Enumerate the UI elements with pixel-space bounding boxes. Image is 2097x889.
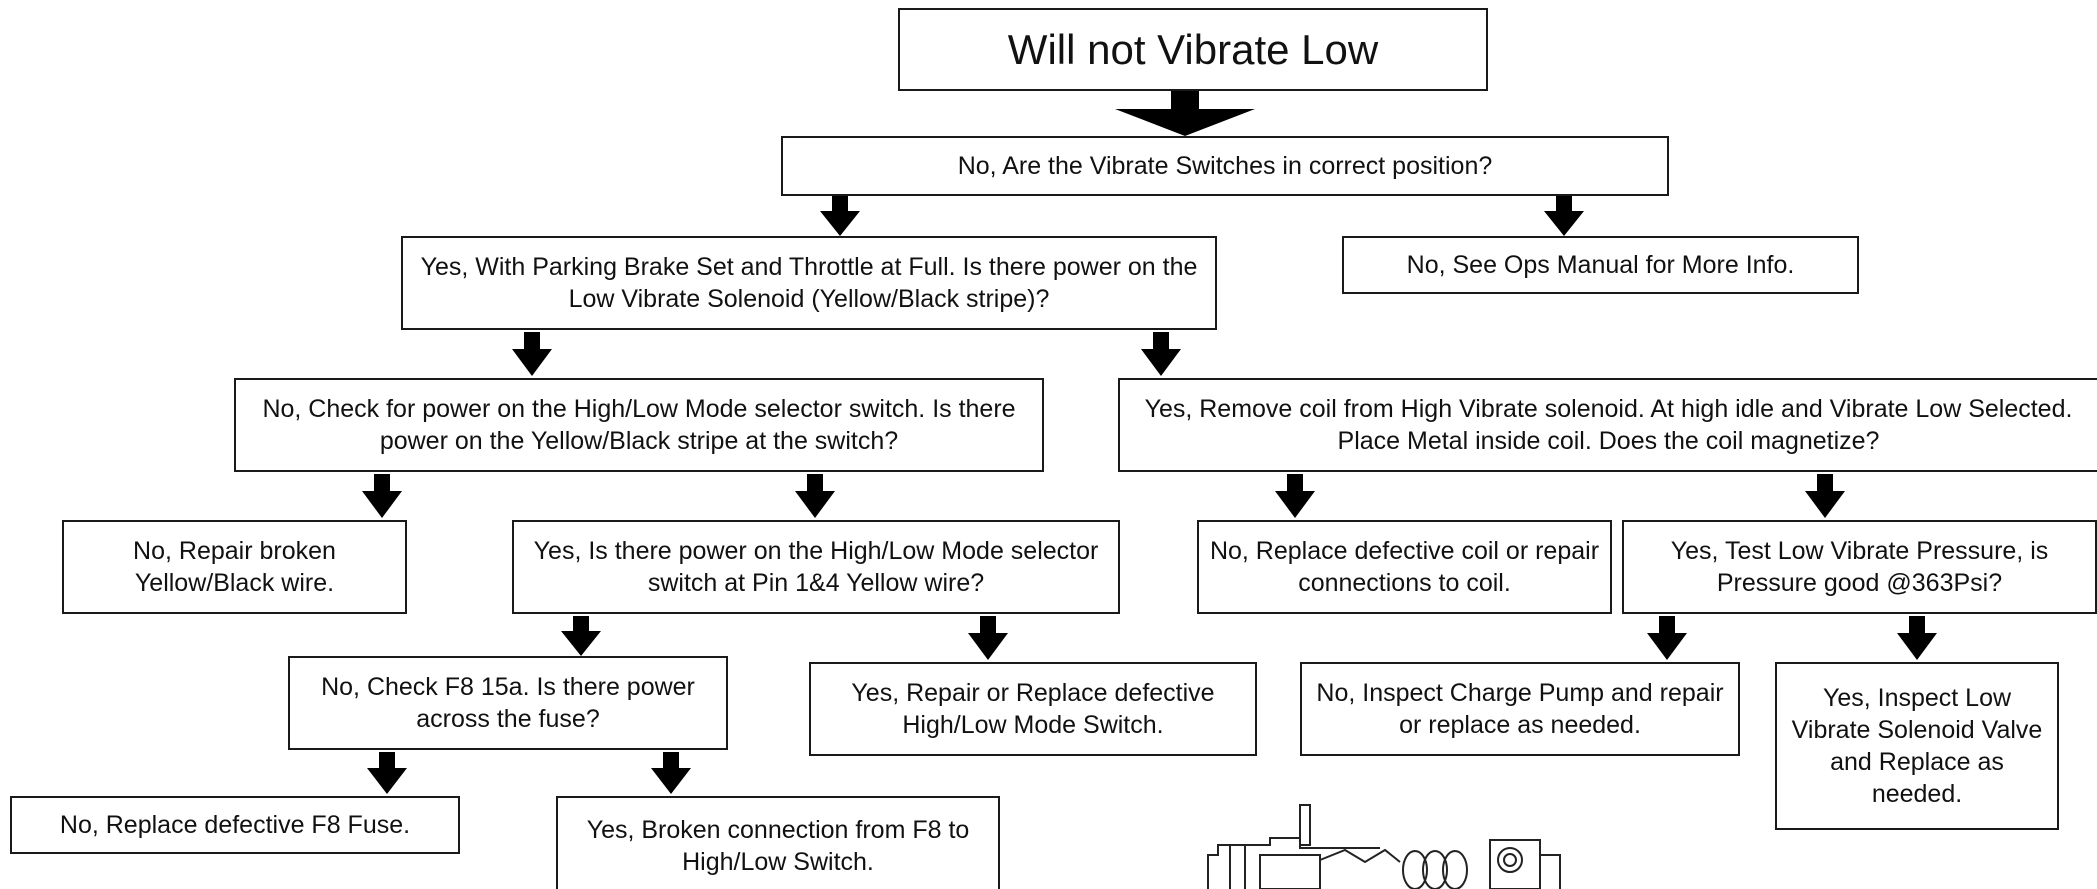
title-text: Will not Vibrate Low bbox=[1007, 25, 1379, 73]
node-q-pressure: Yes, Test Low Vibrate Pressure, is Press… bbox=[1622, 520, 2097, 614]
arrow-pin-yes bbox=[968, 616, 1008, 660]
node-q-pin-1-4: Yes, Is there power on the High/Low Mode… bbox=[512, 520, 1120, 614]
node-replace-switch: Yes, Repair or Replace defective High/Lo… bbox=[809, 662, 1257, 756]
arrow-switches-no bbox=[1544, 196, 1584, 236]
title-box: Will not Vibrate Low bbox=[898, 8, 1488, 91]
arrow-coil-no bbox=[1275, 474, 1315, 518]
node-q-coil-magnetize: Yes, Remove coil from High Vibrate solen… bbox=[1118, 378, 2097, 472]
arrow-fuse-yes bbox=[651, 752, 691, 794]
node-q-selector-switch: No, Check for power on the High/Low Mode… bbox=[234, 378, 1044, 472]
arrow-solenoid-no bbox=[512, 332, 552, 376]
arrow-title-down bbox=[1115, 91, 1255, 136]
machine-illustration bbox=[1207, 804, 1561, 889]
node-inspect-pump: No, Inspect Charge Pump and repair or re… bbox=[1300, 662, 1740, 756]
node-repair-wire: No, Repair broken Yellow/Black wire. bbox=[62, 520, 407, 614]
arrow-selector-yes bbox=[795, 474, 835, 518]
arrow-fuse-no bbox=[367, 752, 407, 794]
arrow-pressure-yes bbox=[1897, 616, 1937, 660]
arrow-selector-no bbox=[362, 474, 402, 518]
arrow-coil-yes bbox=[1805, 474, 1845, 518]
node-broken-connection: Yes, Broken connection from F8 to High/L… bbox=[556, 796, 1000, 889]
arrow-switches-yes bbox=[820, 196, 860, 236]
node-inspect-valve: Yes, Inspect Low Vibrate Solenoid Valve … bbox=[1775, 662, 2059, 830]
node-q-fuse: No, Check F8 15a. Is there power across … bbox=[288, 656, 728, 750]
node-replace-fuse: No, Replace defective F8 Fuse. bbox=[10, 796, 460, 854]
node-switches-no: No, See Ops Manual for More Info. bbox=[1342, 236, 1859, 294]
node-replace-coil: No, Replace defective coil or repair con… bbox=[1197, 520, 1612, 614]
arrow-pressure-no bbox=[1647, 616, 1687, 660]
node-q-switches: No, Are the Vibrate Switches in correct … bbox=[781, 136, 1669, 196]
arrow-solenoid-yes bbox=[1141, 332, 1181, 376]
node-q-power-solenoid: Yes, With Parking Brake Set and Throttle… bbox=[401, 236, 1217, 330]
arrow-pin-no bbox=[561, 616, 601, 656]
